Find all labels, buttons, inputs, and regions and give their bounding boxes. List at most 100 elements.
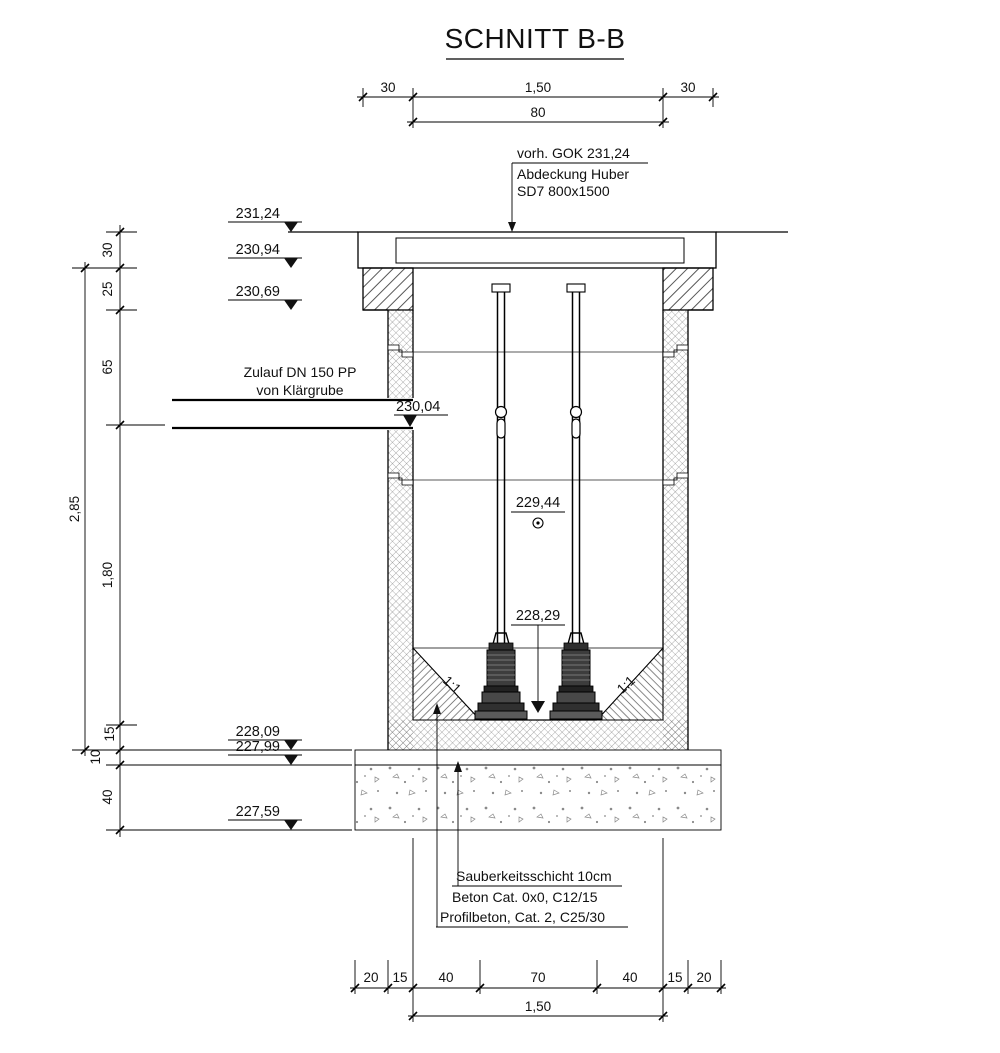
- dim-label-40: 40: [100, 789, 115, 804]
- interior-level-lower: 228,29: [511, 608, 565, 713]
- dim-tick: [716, 983, 726, 993]
- benching-wedge-right: [595, 646, 664, 721]
- dim-label-20l: 20: [363, 970, 378, 985]
- elevation-lean-underside: 227,99: [228, 739, 302, 765]
- elevation-triangle-icon: [284, 755, 298, 765]
- elevation-label: 230,04: [396, 399, 440, 415]
- elevation-cover-underside: 230,94: [228, 242, 302, 268]
- ring-joints: [387, 344, 689, 486]
- material-notes: Sauberkeitsschicht 10cm Beton Cat. 0x0, …: [433, 703, 628, 928]
- dim-tick: [658, 1011, 668, 1021]
- inlet-label-line2: von Klärgrube: [256, 382, 343, 398]
- dim-label-40l: 40: [438, 970, 453, 985]
- dim-label-overall: 2,85: [67, 496, 82, 522]
- elevation-inlet-invert: 230,04: [394, 399, 448, 427]
- dim-label-inner-width: 1,50: [525, 999, 551, 1014]
- dim-label-15r: 15: [667, 970, 682, 985]
- cover-note-arrow-icon: [508, 222, 516, 232]
- shaft-base-slab-hatch: [388, 720, 688, 750]
- profile-note-label: Profilbeton, Cat. 2, C25/30: [440, 909, 605, 925]
- cover-note-line1: vorh. GOK 231,24: [517, 145, 630, 161]
- cover-note-line3: SD7 800x1500: [517, 183, 610, 199]
- cover-annotation: vorh. GOK 231,24 Abdeckung Huber SD7 800…: [508, 145, 648, 232]
- dim-tick: [350, 983, 360, 993]
- elevation-foundation: 227,59: [228, 804, 302, 830]
- elevation-triangle-icon: [284, 222, 298, 232]
- dim-tick: [408, 1011, 418, 1021]
- elevation-triangle-icon: [284, 258, 298, 268]
- wall-right-hatch: [663, 310, 688, 750]
- profile-note-arrow-icon: [433, 703, 441, 714]
- level-triangle-icon: [531, 701, 545, 713]
- dim-tick: [658, 983, 668, 993]
- joint-left-upper: [387, 344, 414, 358]
- elevation-label: 231,24: [236, 206, 280, 222]
- dim-tick: [408, 117, 418, 127]
- dim-label-30-left: 30: [380, 80, 395, 95]
- lean-note-line1: Sauberkeitsschicht 10cm: [456, 868, 612, 884]
- joint-right-upper: [662, 344, 689, 358]
- elevation-label: 230,69: [236, 284, 280, 300]
- shaft-walls: [363, 309, 713, 750]
- drawing-title: SCHNITT B-B: [445, 23, 626, 60]
- lean-note-line2: Beton Cat. 0x0, C12/15: [452, 889, 598, 905]
- wall-left-hatch: [388, 310, 413, 750]
- foundation-layers: [354, 749, 722, 831]
- dim-label-25: 25: [100, 281, 115, 296]
- page-title: SCHNITT B-B: [445, 23, 626, 54]
- dim-tick: [658, 117, 668, 127]
- dim-label-65: 65: [100, 359, 115, 374]
- elevation-triangle-icon: [284, 300, 298, 310]
- interior-level-upper: 229,44: [511, 495, 565, 529]
- level-228-29-label: 228,29: [516, 608, 560, 624]
- dim-label-20r: 20: [696, 970, 711, 985]
- elevation-label: 227,59: [236, 804, 280, 820]
- left-dimension-chain: 30 25 65 1,80 15 10 40 2,85: [67, 225, 352, 837]
- dim-tick: [408, 983, 418, 993]
- dim-label-30: 30: [100, 242, 115, 257]
- dim-label-80: 80: [530, 105, 545, 120]
- inlet-label-line1: Zulauf DN 150 PP: [244, 364, 357, 380]
- dim-label-15l: 15: [392, 970, 407, 985]
- dim-tick: [475, 983, 485, 993]
- elevation-triangle-icon: [284, 820, 298, 830]
- elevation-label: 228,09: [236, 724, 280, 740]
- level-point-dot: [536, 521, 540, 525]
- elevation-ring-shoulder: 230,69: [228, 284, 302, 310]
- dim-tick: [592, 983, 602, 993]
- elevation-label: 230,94: [236, 242, 280, 258]
- bottom-dimension-chain: 20 15 40 70 40 15 20 1,50: [350, 838, 726, 1022]
- cover-lid: [395, 237, 685, 264]
- top-ring-right: [662, 267, 714, 311]
- benching-wedge-left: [412, 646, 482, 721]
- dim-tick: [80, 263, 90, 273]
- dim-label-150: 1,50: [525, 80, 551, 95]
- inlet-pipe: Zulauf DN 150 PP von Klärgrube: [172, 364, 415, 430]
- dim-tick: [383, 983, 393, 993]
- lean-note-arrow-icon: [454, 761, 462, 772]
- dim-label-30-right: 30: [680, 80, 695, 95]
- joint-left-lower: [387, 472, 414, 486]
- elevation-markers: 231,24 230,94 230,69 230,04 228,09 227,9…: [228, 206, 448, 830]
- shaft-cover: [357, 231, 717, 269]
- dim-label-15: 15: [102, 726, 117, 741]
- dim-label-180: 1,80: [100, 562, 115, 588]
- elevation-triangle-icon: [403, 415, 417, 427]
- elevation-triangle-icon: [284, 740, 298, 750]
- dim-tick: [80, 745, 90, 755]
- joint-right-lower: [662, 472, 689, 486]
- elevation-shaft-base: 228,09: [228, 724, 302, 750]
- benching: 1:1 1:1: [412, 646, 664, 721]
- cover-note-line2: Abdeckung Huber: [517, 166, 629, 182]
- elevation-gok: 231,24: [228, 206, 302, 232]
- elevation-label: 227,99: [236, 739, 280, 755]
- dim-label-70: 70: [530, 970, 545, 985]
- level-229-44-label: 229,44: [516, 495, 560, 511]
- dim-tick: [683, 983, 693, 993]
- lean-concrete-layer: [354, 749, 722, 766]
- dim-label-40r: 40: [622, 970, 637, 985]
- top-ring-left: [362, 267, 414, 311]
